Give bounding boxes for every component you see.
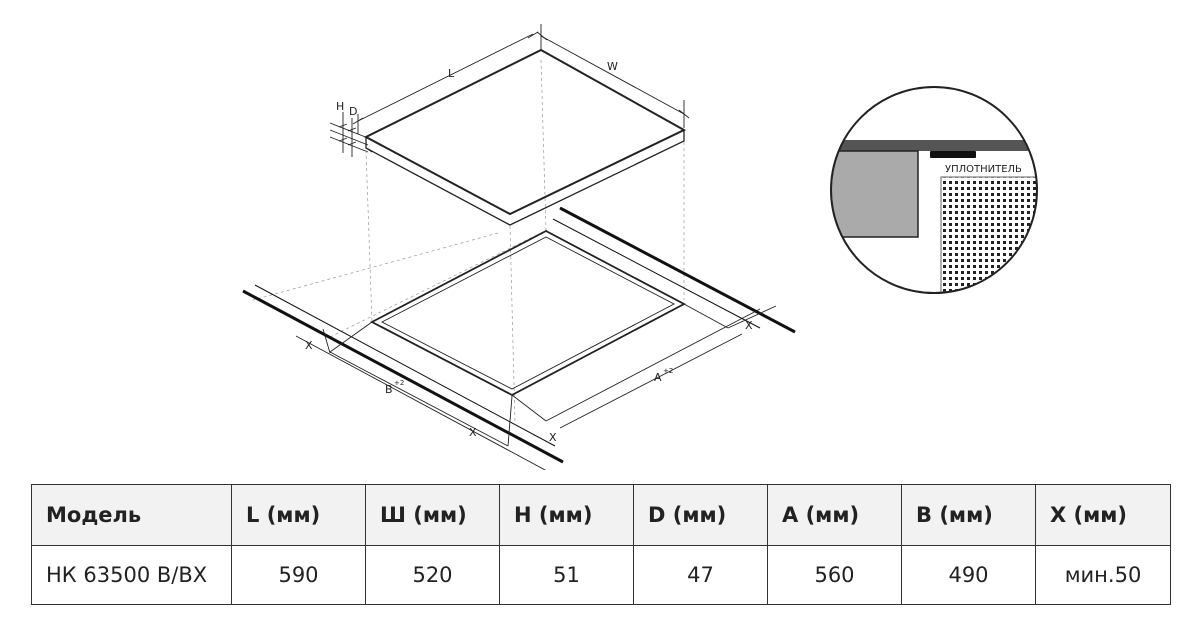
worktop-cutout	[370, 229, 686, 397]
header-length: L (мм)	[231, 484, 366, 546]
hob-panel	[363, 48, 687, 226]
dimension-lines-hd	[329, 112, 369, 157]
specifications-table: Модель L (мм) Ш (мм) H (мм) D (мм) A (мм…	[31, 484, 1171, 605]
label-X-left: X	[305, 339, 313, 352]
cell-length: 590	[231, 545, 366, 605]
cell-cutout-a: 560	[767, 545, 902, 605]
cell-clearance-x: мин.50	[1035, 545, 1171, 605]
label-A: A	[654, 371, 662, 384]
label-B-superscript: +2	[394, 379, 404, 387]
header-model: Модель	[31, 484, 232, 546]
table-row: НК 63500 B/BX 590 520 51 47 560 490 мин.…	[31, 545, 1171, 605]
dimension-lines-xab	[295, 303, 777, 470]
cell-depth: 47	[633, 545, 768, 605]
label-D: D	[349, 105, 357, 118]
header-cutout-a: A (мм)	[767, 484, 902, 546]
label-B: B	[385, 383, 393, 396]
label-W: W	[607, 60, 618, 73]
cell-model: НК 63500 B/BX	[31, 545, 232, 605]
cell-width: 520	[365, 545, 500, 605]
cell-cutout-b: 490	[901, 545, 1036, 605]
installation-diagram: L W H D	[242, 24, 1038, 470]
seal-detail-callout: УПЛОТНИТЕЛЬ	[830, 86, 1038, 294]
seal-label: УПЛОТНИТЕЛЬ	[945, 164, 1022, 175]
header-cutout-b: B (мм)	[901, 484, 1036, 546]
label-X-bottom-left: X	[469, 426, 477, 439]
projection-lines	[252, 59, 685, 425]
header-width: Ш (мм)	[365, 484, 500, 546]
header-depth: D (мм)	[633, 484, 768, 546]
label-A-superscript: +2	[663, 367, 673, 375]
label-X-bottom-right: X	[549, 431, 557, 444]
table-header-row: Модель L (мм) Ш (мм) H (мм) D (мм) A (мм…	[31, 484, 1171, 546]
header-height: H (мм)	[499, 484, 634, 546]
header-clearance-x: X (мм)	[1035, 484, 1171, 546]
dimension-lines-lw	[352, 24, 690, 134]
label-H: H	[336, 100, 344, 113]
label-X-right: X	[745, 319, 753, 332]
cell-height: 51	[499, 545, 634, 605]
label-L: L	[448, 67, 455, 80]
